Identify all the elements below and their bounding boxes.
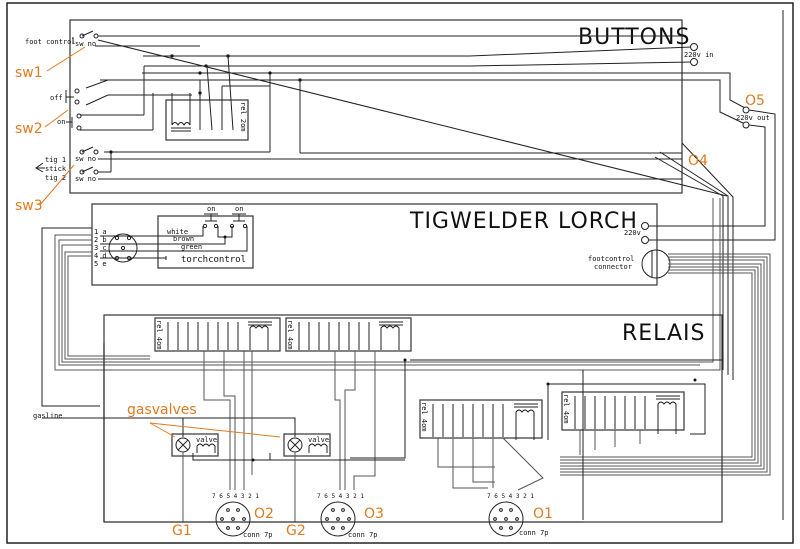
svg-text:conn 7p: conn 7p [348, 531, 378, 539]
torch-on-2: on [235, 205, 243, 213]
footcontrol-connector [641, 249, 671, 279]
ann-o3: O3 [364, 506, 384, 522]
rel-2om-label: rel 2om [239, 102, 247, 132]
conn7p-O3: 7 6 5 4 3 2 1 conn 7p [317, 493, 378, 539]
footcontrol-label-2: connector [594, 263, 632, 271]
ann-gasvalves: gasvalves [127, 402, 197, 418]
tigwelder-title: TIGWELDER LORCH [409, 209, 638, 234]
on-label: on [57, 118, 65, 126]
footcontrol-label-1: footcontrol [588, 255, 634, 263]
svg-text:valve: valve [308, 436, 329, 444]
torchcontrol-label: torchcontrol [181, 255, 246, 265]
torch-connector [108, 233, 138, 263]
sw3b-sw-no-label: sw no [75, 175, 96, 183]
green-label: green [181, 243, 202, 251]
svg-text:2 b: 2 b [94, 236, 107, 244]
buttons-block: BUTTONS foot control sw no off on [25, 19, 734, 380]
tigwelder-block: TIGWELDER LORCH 220v footcontrol connect… [41, 198, 721, 407]
svg-text:rel 4om: rel 4om [420, 402, 428, 432]
ann-o1: O1 [533, 506, 553, 522]
svg-text:7 6 5 4 3 2 1: 7 6 5 4 3 2 1 [212, 493, 259, 500]
foot-control-label: foot control [25, 38, 76, 46]
svg-text:conn 7p: conn 7p [243, 531, 273, 539]
relay-2om [165, 99, 249, 141]
tig2-label: tig 2 [45, 174, 66, 182]
ann-o2: O2 [254, 506, 274, 522]
svg-text:rel 4om: rel 4om [562, 394, 570, 424]
svg-text:7 6 5 4 3 2 1: 7 6 5 4 3 2 1 [317, 493, 364, 500]
svg-text:4 d: 4 d [94, 252, 107, 260]
svg-text:valve: valve [196, 436, 217, 444]
torch-on-1: on [207, 205, 215, 213]
outer-frame [6, 2, 794, 544]
buttons-box [69, 19, 683, 194]
ann-g2: G2 [286, 523, 306, 539]
svg-text:conn 7p: conn 7p [519, 529, 549, 537]
footcontrol-bundle [560, 10, 784, 520]
220v-out-group: 220v out [646, 72, 776, 241]
relais-block: RELAIS rel 4om rel 4om gasl [33, 314, 723, 539]
annotations: sw1 sw2 sw3 O5 O4 gasvalves G1 G2 O2 O3 … [15, 46, 765, 539]
220v-in-terminal-1 [690, 43, 698, 51]
ann-sw3: sw3 [15, 198, 43, 214]
220v-out-terminal-2 [742, 121, 750, 129]
buttons-title: BUTTONS [578, 25, 690, 50]
ann-sw2: sw2 [15, 121, 43, 137]
svg-text:3 c: 3 c [94, 244, 107, 252]
relais-title: RELAIS [622, 321, 705, 346]
ann-sw1: sw1 [15, 65, 43, 81]
relay-4om-1: rel 4om [154, 317, 281, 352]
sw1-sw-no-label: sw no [75, 40, 96, 48]
gas-valve-1: valve [171, 433, 219, 457]
svg-text:rel 4om: rel 4om [286, 320, 294, 350]
ann-o5: O5 [745, 93, 765, 109]
gas-valve-2: valve [283, 433, 331, 457]
220v-in-terminal-2 [690, 58, 698, 66]
svg-text:7 6 5 4 3 2 1: 7 6 5 4 3 2 1 [487, 493, 534, 500]
relay-4om-3: rel 4om [419, 399, 543, 440]
brown-label: brown [173, 235, 194, 243]
ann-o4: O4 [688, 153, 708, 169]
svg-text:5 e: 5 e [94, 260, 107, 268]
sw3a-sw-no-label: sw no [75, 155, 96, 163]
off-label: off [50, 94, 63, 102]
conn7p-O2: 7 6 5 4 3 2 1 conn 7p [212, 493, 273, 539]
stick-label: stick [45, 165, 67, 173]
tig1-label: tig 1 [45, 156, 66, 164]
svg-text:1 a: 1 a [94, 228, 107, 236]
220v-in-label: 220v in [684, 51, 714, 59]
relay-4om-4: rel 4om [561, 391, 685, 434]
ann-g1: G1 [172, 523, 192, 539]
220v-out-label: 220v out [736, 114, 770, 122]
relay-4om-2: rel 4om [285, 317, 412, 352]
svg-text:rel 4om: rel 4om [155, 320, 163, 350]
220v-label: 220v [624, 229, 641, 237]
gasline-label: gasline [33, 412, 63, 420]
conn7p-O1: 7 6 5 4 3 2 1 conn 7p [487, 493, 549, 537]
white-label: white [167, 228, 188, 236]
torchcontrol-box [157, 215, 254, 269]
